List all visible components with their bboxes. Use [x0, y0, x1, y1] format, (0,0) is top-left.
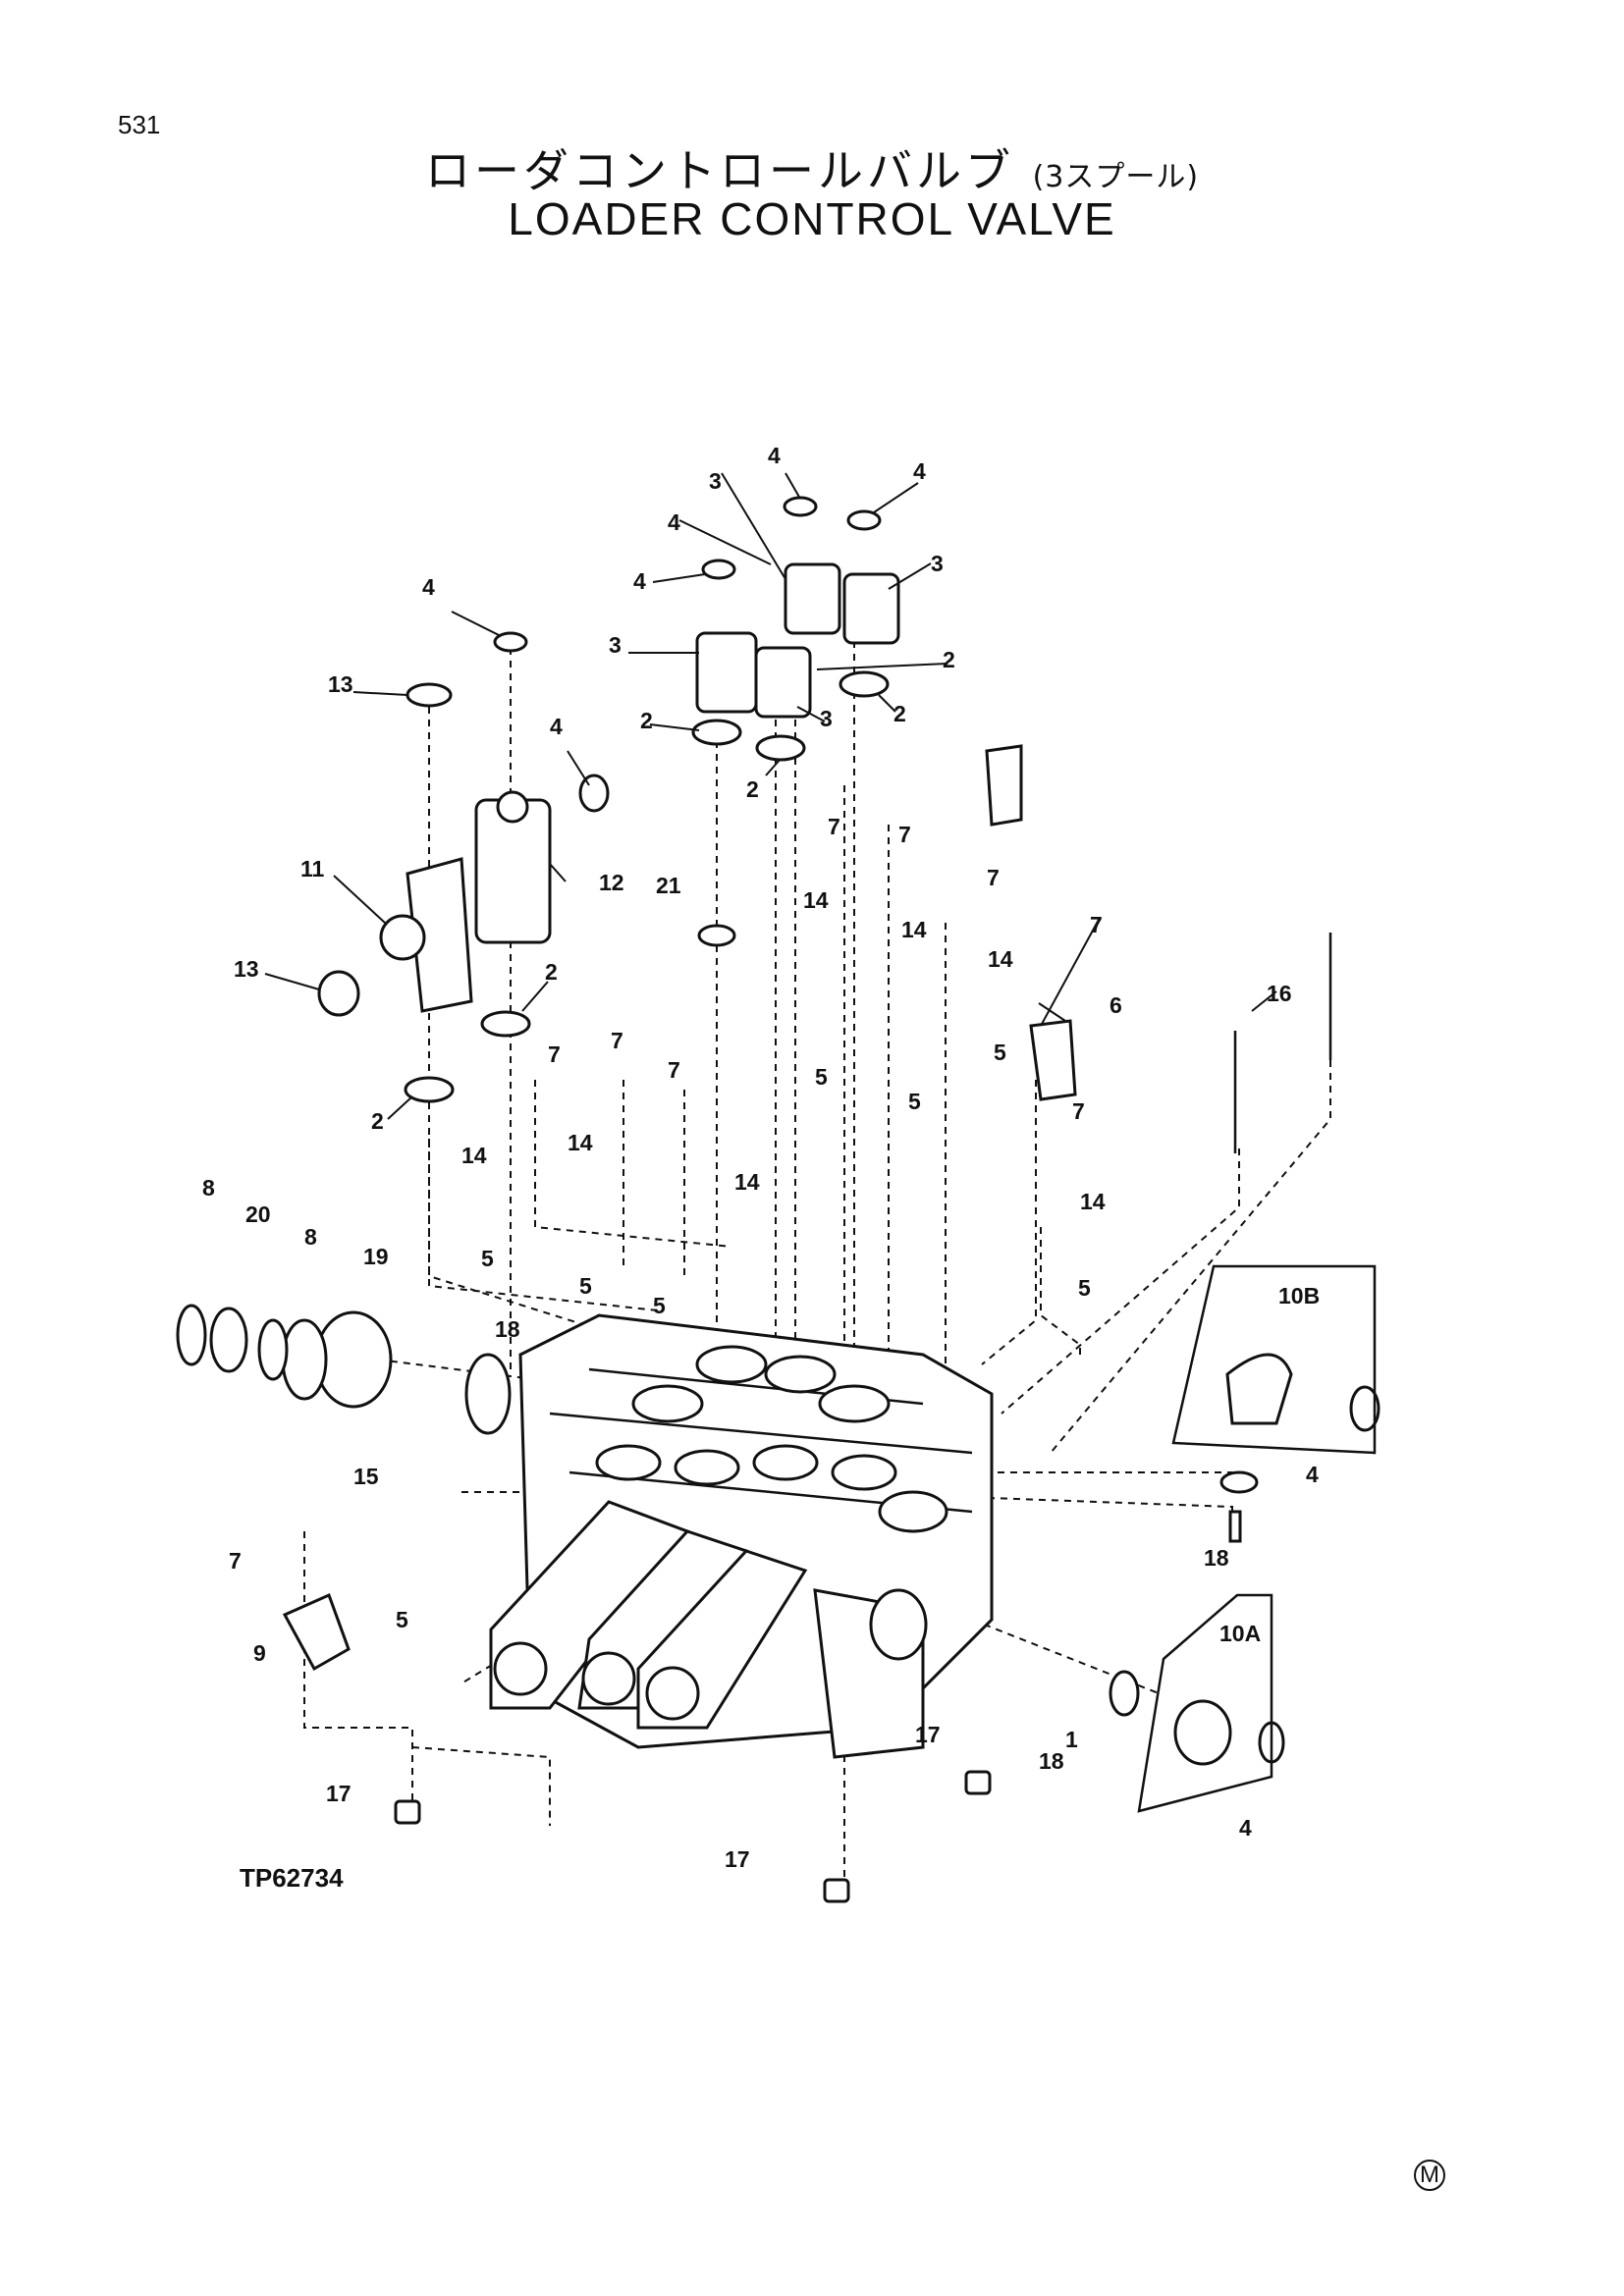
callout-5g: 5	[1078, 1275, 1091, 1301]
callout-14b: 14	[901, 917, 927, 942]
callout-7c: 7	[987, 865, 1000, 890]
callout-4f: 4	[550, 714, 563, 739]
callout-18c: 18	[1039, 1748, 1064, 1774]
callout-5b: 5	[579, 1273, 592, 1299]
callout-5c: 5	[653, 1293, 666, 1318]
callout-17a: 17	[326, 1781, 352, 1806]
page-number: 531	[118, 110, 161, 139]
valve-body	[489, 1313, 994, 1759]
callout-5d: 5	[815, 1064, 828, 1090]
callout-12: 12	[599, 870, 624, 895]
callout-2d: 2	[746, 776, 759, 802]
callout-14g: 14	[1080, 1189, 1106, 1214]
callout-20: 20	[245, 1201, 271, 1227]
callout-3b: 3	[931, 551, 944, 576]
callout-8a: 8	[202, 1175, 215, 1201]
callout-10a: 10A	[1219, 1621, 1261, 1646]
callout-7d: 7	[1090, 912, 1103, 937]
callout-9: 9	[253, 1640, 266, 1666]
callout-4b: 4	[913, 458, 926, 484]
title-english: LOADER CONTROL VALVE	[508, 193, 1116, 244]
callout-2e: 2	[545, 959, 558, 985]
callout-16: 16	[1267, 981, 1292, 1006]
callout-2b: 2	[893, 701, 906, 726]
title-japanese-main: ローダコントロールバルブ	[424, 144, 1014, 197]
callout-5f: 5	[994, 1040, 1006, 1065]
callout-5e: 5	[908, 1089, 921, 1114]
callout-7a: 7	[828, 814, 840, 839]
callout-18a: 18	[495, 1316, 520, 1342]
callout-14d: 14	[461, 1143, 487, 1168]
callout-21: 21	[656, 873, 681, 898]
callout-frames	[1137, 1264, 1377, 1813]
callout-18b: 18	[1204, 1545, 1229, 1571]
callout-3a: 3	[709, 468, 722, 494]
callout-5a: 5	[481, 1246, 494, 1271]
callout-10b: 10B	[1278, 1283, 1320, 1308]
fittings-misc	[281, 744, 1293, 1766]
callout-17c: 17	[915, 1722, 941, 1747]
callout-4e: 4	[422, 574, 435, 600]
callout-7e: 7	[548, 1041, 561, 1067]
callout-14e: 14	[568, 1130, 593, 1155]
callout-2f: 2	[371, 1108, 384, 1134]
frame-10b	[1171, 1264, 1377, 1455]
callout-4g: 4	[1306, 1462, 1319, 1487]
callout-5h: 5	[396, 1607, 408, 1632]
title-japanese-sub: (3スプール)	[1032, 160, 1200, 194]
callout-2a: 2	[943, 647, 955, 672]
frame-10a	[1137, 1593, 1273, 1813]
callout-7i: 7	[229, 1548, 242, 1574]
fittings-top	[695, 562, 900, 719]
callout-labels: 1 2 2 2 2 2 2 3 3 3 3 4 4 4 4 4 4 4 4 5 …	[202, 443, 1320, 1872]
callout-19: 19	[363, 1244, 389, 1269]
callout-7g: 7	[668, 1057, 680, 1083]
callout-4d: 4	[633, 568, 646, 594]
callout-15: 15	[353, 1464, 379, 1489]
callout-1: 1	[1065, 1727, 1078, 1752]
callout-3c: 3	[609, 632, 622, 658]
callout-4c: 4	[668, 509, 680, 535]
title-japanese: ローダコントロールバルブ (3スプール)	[0, 135, 1624, 200]
callout-4a: 4	[768, 443, 781, 468]
callout-3d: 3	[820, 706, 833, 731]
callout-17b: 17	[725, 1846, 750, 1872]
callout-7f: 7	[611, 1028, 623, 1053]
figure-code: TP62734	[240, 1863, 344, 1893]
callout-8b: 8	[304, 1224, 317, 1250]
callout-7h: 7	[1072, 1098, 1085, 1124]
callout-2c: 2	[640, 708, 653, 733]
callout-14c: 14	[988, 946, 1013, 972]
callout-14f: 14	[734, 1169, 760, 1195]
callout-11: 11	[300, 856, 325, 881]
callout-4h: 4	[1239, 1815, 1252, 1841]
callout-13b: 13	[234, 956, 259, 982]
callout-14a: 14	[803, 887, 829, 913]
callout-13a: 13	[328, 671, 353, 697]
leader-lines	[264, 472, 1277, 1120]
manufacturer-mark: M	[1414, 2160, 1445, 2191]
relief-valves	[379, 790, 552, 1013]
callout-6: 6	[1110, 992, 1122, 1018]
callout-7b: 7	[898, 822, 911, 847]
